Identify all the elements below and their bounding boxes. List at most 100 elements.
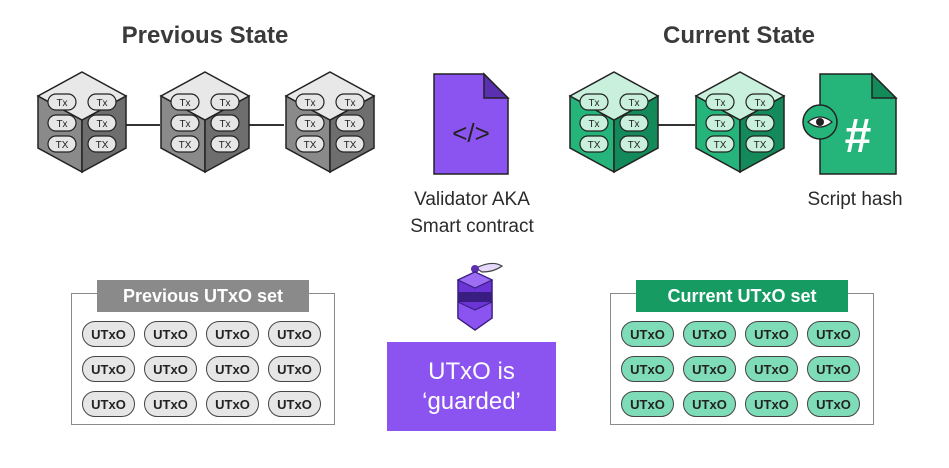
- eye-icon: [802, 104, 838, 140]
- current-utxo-grid: UTxO UTxO UTxO UTxO UTxO UTxO UTxO UTxO UTxO UTxO…: [621, 321, 860, 417]
- utxo-pill: UTxO: [144, 356, 197, 382]
- tx-pill: Tx: [210, 93, 240, 111]
- utxo-pill: UTxO: [621, 391, 674, 417]
- tx-label: TX: [754, 140, 767, 151]
- tx-pill: Tx: [87, 114, 117, 132]
- tx-pill: Tx: [619, 93, 649, 111]
- utxo-pill: UTxO: [82, 356, 135, 382]
- validator-caption: Validator AKA Smart contract: [392, 186, 552, 240]
- previous-state-heading: Previous State: [121, 22, 289, 49]
- utxo-pill: UTxO: [82, 321, 135, 347]
- tx-pill: Tx: [579, 93, 609, 111]
- tx-label: Tx: [628, 98, 639, 109]
- utxo-pill: UTxO: [683, 356, 736, 382]
- utxo-pill: UTxO: [206, 391, 259, 417]
- tx-pill: Tx: [705, 114, 735, 132]
- utxo-guarded-box: UTxO is ‘guarded’: [387, 342, 556, 431]
- tx-pill: TX: [745, 135, 775, 153]
- utxo-pill: UTxO: [745, 356, 798, 382]
- guard-line1: UTxO is: [428, 357, 515, 385]
- utxo-pill: UTxO: [807, 356, 860, 382]
- tx-label: Tx: [754, 98, 765, 109]
- tx-pill: Tx: [745, 93, 775, 111]
- hash-glyph: #: [845, 110, 872, 163]
- tx-label: Tx: [714, 119, 725, 130]
- tx-pill: Tx: [745, 114, 775, 132]
- tx-label: TX: [304, 140, 317, 151]
- utxo-pill: UTxO: [621, 321, 674, 347]
- tx-label: Tx: [344, 119, 355, 130]
- utxo-pill: UTxO: [268, 321, 321, 347]
- tx-label: TX: [219, 140, 232, 151]
- utxo-pill: UTxO: [82, 391, 135, 417]
- tx-label: TX: [628, 140, 641, 151]
- current-utxo-set-title: Current UTxO set: [636, 280, 848, 312]
- tx-label: TX: [56, 140, 69, 151]
- tx-pill: Tx: [87, 93, 117, 111]
- tx-pill: Tx: [170, 114, 200, 132]
- tx-pill: TX: [210, 135, 240, 153]
- tx-label: Tx: [304, 98, 315, 109]
- tx-label: Tx: [179, 98, 190, 109]
- utxo-pill: UTxO: [745, 321, 798, 347]
- tx-label: Tx: [304, 119, 315, 130]
- validator-caption-line1: Validator AKA: [414, 189, 530, 210]
- tx-label: Tx: [96, 98, 107, 109]
- tx-pill: Tx: [47, 93, 77, 111]
- utxo-pill: UTxO: [144, 321, 197, 347]
- script-hash-caption: Script hash: [807, 189, 903, 210]
- tx-pill: TX: [619, 135, 649, 153]
- utxo-pill: UTxO: [206, 356, 259, 382]
- tx-label: Tx: [628, 119, 639, 130]
- code-glyph: </>: [452, 118, 490, 148]
- tx-pill: Tx: [47, 114, 77, 132]
- tx-label: Tx: [714, 98, 725, 109]
- tx-label: Tx: [56, 119, 67, 130]
- tx-pill: TX: [47, 135, 77, 153]
- tx-label: TX: [344, 140, 357, 151]
- tx-pill: Tx: [295, 114, 325, 132]
- tx-label: TX: [714, 140, 727, 151]
- tx-label: TX: [179, 140, 192, 151]
- tx-pill: Tx: [335, 114, 365, 132]
- tx-pill: Tx: [579, 114, 609, 132]
- tx-pill: Tx: [210, 114, 240, 132]
- utxo-pill: UTxO: [807, 321, 860, 347]
- utxo-pill: UTxO: [144, 391, 197, 417]
- tx-label: Tx: [219, 119, 230, 130]
- tx-label: Tx: [96, 119, 107, 130]
- utxo-pill: UTxO: [621, 356, 674, 382]
- guard-helmet-icon: [456, 262, 504, 331]
- code-document-icon: </>: [433, 72, 510, 175]
- tx-pill: Tx: [705, 93, 735, 111]
- tx-pill: Tx: [295, 93, 325, 111]
- tx-label: Tx: [588, 98, 599, 109]
- tx-pill: TX: [295, 135, 325, 153]
- tx-label: Tx: [219, 98, 230, 109]
- previous-utxo-set-title: Previous UTxO set: [97, 280, 309, 312]
- tx-label: TX: [96, 140, 109, 151]
- tx-pill: TX: [705, 135, 735, 153]
- utxo-pill: UTxO: [683, 391, 736, 417]
- tx-pill: Tx: [619, 114, 649, 132]
- utxo-pill: UTxO: [745, 391, 798, 417]
- tx-label: TX: [588, 140, 601, 151]
- tx-pill: Tx: [170, 93, 200, 111]
- guard-line2: ‘guarded’: [422, 387, 521, 415]
- tx-label: Tx: [344, 98, 355, 109]
- utxo-pill: UTxO: [683, 321, 736, 347]
- tx-label: Tx: [179, 119, 190, 130]
- tx-label: Tx: [754, 119, 765, 130]
- tx-pill: TX: [579, 135, 609, 153]
- utxo-pill: UTxO: [807, 391, 860, 417]
- validator-caption-line2: Smart contract: [410, 216, 534, 237]
- current-state-heading: Current State: [662, 22, 816, 49]
- tx-pill: TX: [170, 135, 200, 153]
